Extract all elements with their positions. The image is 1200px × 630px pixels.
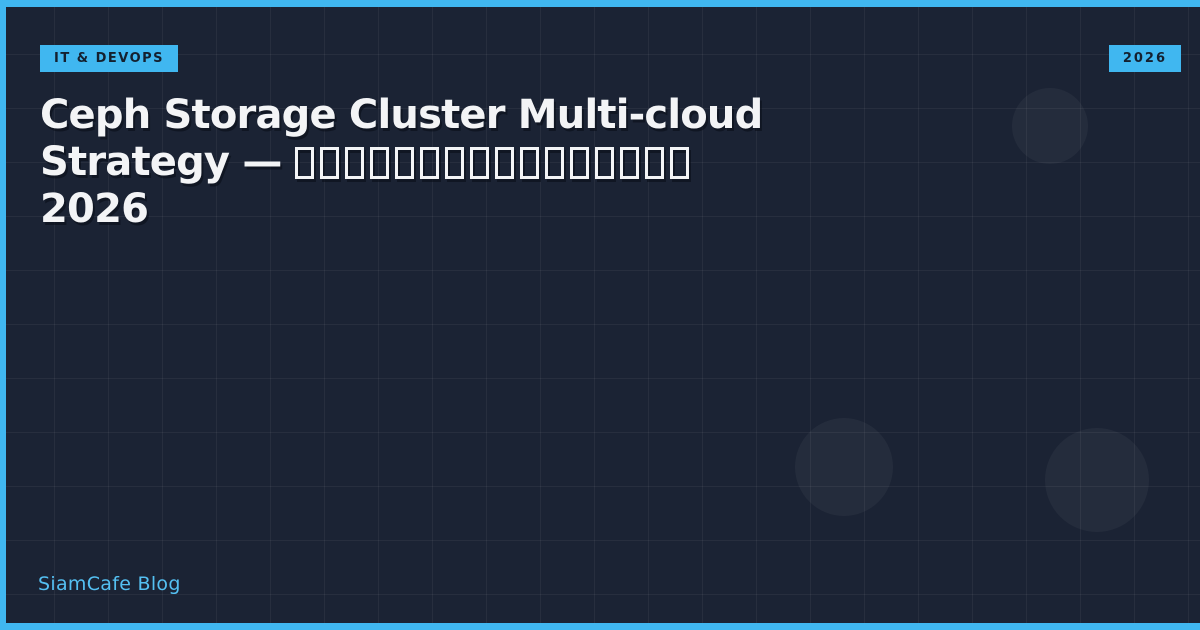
missing-glyph-box [594,147,614,179]
missing-glyph-box [419,147,439,179]
missing-glyph-box [519,147,539,179]
accent-border-left [0,0,6,630]
title-line-3-text: 2026 [40,186,149,232]
decorative-circle-bottom-right [1045,428,1149,532]
missing-glyph-box [344,147,364,179]
decorative-circle-bottom-center [795,418,893,516]
site-name: SiamCafe Blog [38,573,181,595]
title-line-1: Ceph Storage Cluster Multi-cloud [40,92,1140,139]
missing-glyph-box [294,147,314,179]
missing-glyph-box [619,147,639,179]
category-badge: IT & DEVOPS [40,45,179,72]
missing-glyph-box [669,147,689,179]
missing-glyph-box [569,147,589,179]
missing-glyph-box [469,147,489,179]
page-title: Ceph Storage Cluster Multi-cloud Strateg… [40,92,1140,233]
title-line-1-text: Ceph Storage Cluster Multi-cloud [40,92,763,138]
title-line-3: 2026 [40,186,1140,233]
title-line-2-text: Strategy — [40,139,295,185]
missing-glyph-box [394,147,414,179]
title-line-2: Strategy — [40,139,1140,186]
missing-glyph-box [319,147,339,179]
accent-border-bottom [0,623,1200,630]
accent-border-top [0,0,1200,7]
missing-glyph-box [544,147,564,179]
missing-glyph-box [644,147,664,179]
missing-glyph-box [369,147,389,179]
year-badge: 2026 [1108,45,1181,72]
missing-glyph-box [444,147,464,179]
missing-glyph-run [294,139,695,185]
year-badge-label: 2026 [1122,51,1167,66]
decorative-circle-top-right [1012,88,1088,164]
missing-glyph-box [494,147,514,179]
category-badge-label: IT & DEVOPS [54,51,165,66]
